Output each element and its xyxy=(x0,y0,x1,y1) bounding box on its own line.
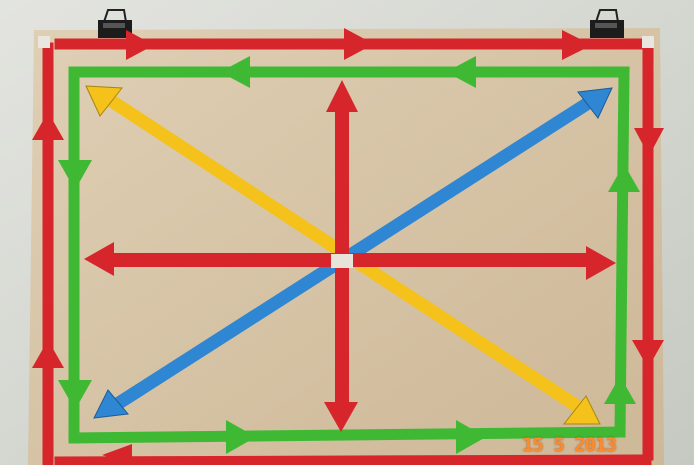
corner-tape-top-left xyxy=(38,36,50,48)
center-marker xyxy=(331,254,353,268)
corner-tape-top-right xyxy=(642,36,654,48)
photo-timestamp: 15 5 2013 xyxy=(522,434,616,456)
